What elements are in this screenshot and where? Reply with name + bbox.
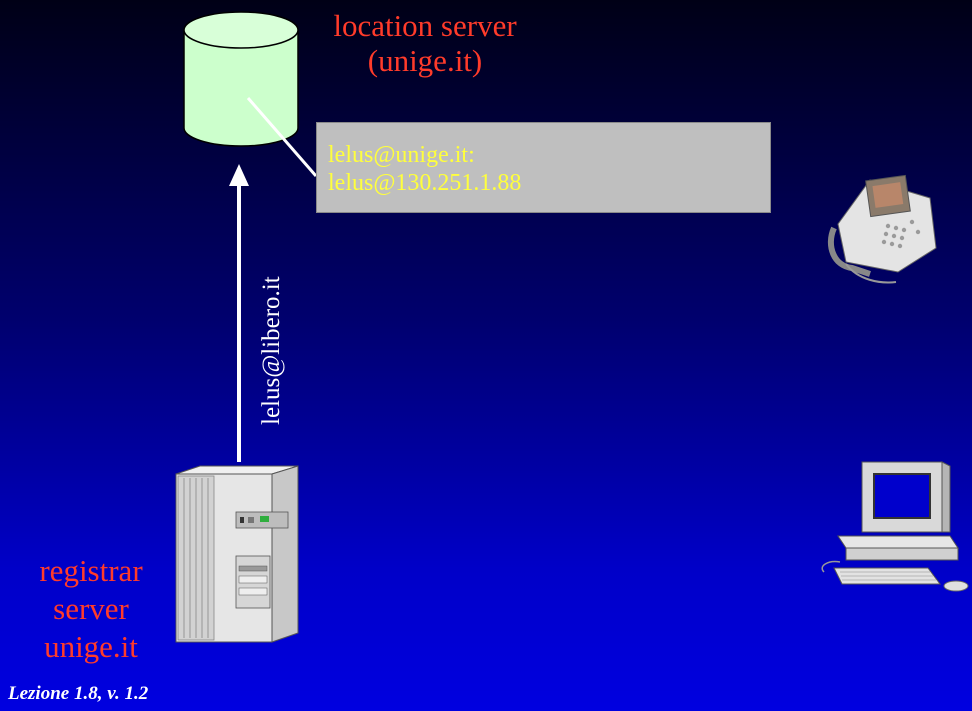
registrar-line-2: server — [53, 591, 129, 626]
binding-aor: lelus@unige.it: — [328, 142, 475, 168]
binding-contact: lelus@130.251.1.88 — [328, 170, 522, 196]
register-arrow-label: lelus@libero.it — [258, 276, 285, 425]
location-server-label: location server (unige.it) — [285, 8, 565, 78]
registrar-line-1: registrar — [39, 553, 143, 588]
registrar-domain: unige.it — [44, 629, 138, 664]
binding-record-box: lelus@unige.it: lelus@130.251.1.88 — [316, 122, 771, 213]
location-server-domain: (unige.it) — [367, 43, 483, 78]
binding-connector — [246, 97, 318, 177]
registrar-server-label: registrar server unige.it — [6, 552, 176, 666]
location-server-name: location server — [333, 8, 517, 43]
footer-version: Lezione 1.8, v. 1.2 — [8, 683, 149, 704]
